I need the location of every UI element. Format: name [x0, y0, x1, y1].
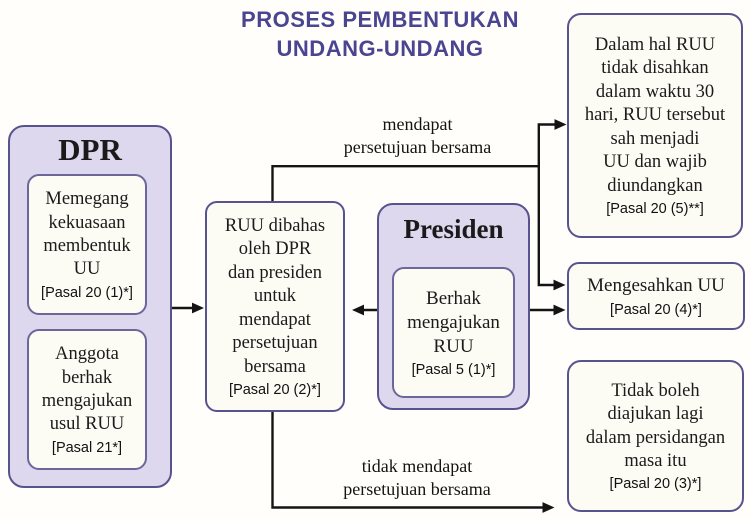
presiden-header: Presiden	[403, 214, 504, 244]
ruu-dibahas-pasal: [Pasal 20 (2)*]	[229, 382, 321, 399]
dpr-panel: DPR Memegang kekuasaan membentuk UU [Pas…	[8, 125, 172, 488]
dpr-card-usul-ruu-pasal: [Pasal 21*]	[51, 439, 123, 456]
dpr-card-usul-ruu-text: Anggota berhak mengajukan usul RUU	[41, 344, 133, 435]
dpr-to-center-arrowhead	[192, 302, 204, 314]
approved-to-top-arrowhead	[554, 119, 567, 130]
approved-path-line	[271, 123, 559, 287]
outcome-card-mengesahkan-uu: Mengesahkan UU [Pasal 20 (4)*]	[567, 262, 745, 330]
ruu-dibahas-card: RUU dibahas oleh DPR dan presiden untuk …	[205, 201, 345, 412]
rejected-path-line	[271, 411, 547, 509]
dpr-card-usul-ruu: Anggota berhak mengajukan usul RUU [Pasa…	[27, 329, 147, 470]
outcome-mengesahkan-pasal: [Pasal 20 (4)*]	[610, 301, 702, 318]
presiden-to-mengesahkan-arrowhead	[553, 304, 566, 316]
outcome-card-sah-otomatis: Dalam hal RUU tidak disahkan dalam waktu…	[567, 13, 743, 238]
dpr-card-membentuk-uu-text: Memegang kekuasaan membentuk UU	[43, 189, 131, 280]
outcome-sah-otomatis-text: Dalam hal RUU tidak disahkan dalam waktu…	[584, 34, 726, 196]
outcome-tidak-boleh-pasal: [Pasal 20 (3)*]	[609, 476, 702, 493]
dpr-header: DPR	[58, 132, 122, 167]
rejected-arrowhead	[542, 502, 555, 513]
outcome-card-tidak-boleh: Tidak boleh diajukan lagi dalam persidan…	[567, 360, 744, 512]
dpr-card-membentuk-uu-pasal: [Pasal 20 (1)*]	[41, 284, 133, 301]
presiden-to-center-arrowhead	[352, 304, 364, 316]
rejected-edge-label: tidak mendapat persetujuan bersama	[343, 456, 491, 499]
outcome-mengesahkan-text: Mengesahkan UU	[587, 275, 725, 297]
presiden-card-pasal: [Pasal 5 (1)*]	[411, 362, 496, 379]
presiden-card-text: Berhak mengajukan RUU	[407, 287, 500, 358]
presiden-panel: Presiden Berhak mengajukan RUU [Pasal 5 …	[377, 203, 530, 410]
ruu-dibahas-text: RUU dibahas oleh DPR dan presiden untuk …	[224, 215, 326, 377]
outcome-tidak-boleh-text: Tidak boleh diajukan lagi dalam persidan…	[585, 380, 726, 471]
dpr-card-membentuk-uu: Memegang kekuasaan membentuk UU [Pasal 2…	[27, 174, 147, 315]
approved-edge-label: mendapat persetujuan bersama	[343, 114, 492, 157]
page-title: PROSES PEMBENTUKAN UNDANG-UNDANG	[241, 7, 519, 61]
approved-to-mengesahkan-arrowhead	[553, 279, 566, 291]
outcome-sah-otomatis-pasal: [Pasal 20 (5)**]	[606, 201, 704, 218]
presiden-card-mengajukan-ruu: Berhak mengajukan RUU [Pasal 5 (1)*]	[392, 267, 515, 398]
